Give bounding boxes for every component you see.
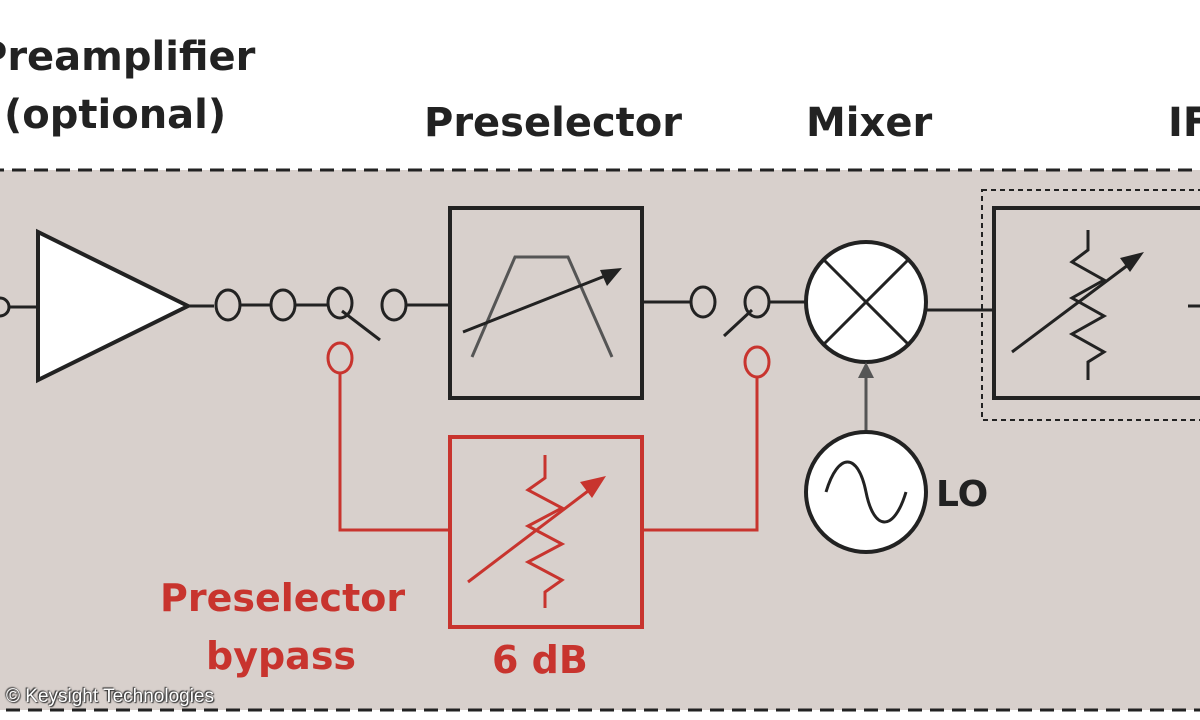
copyright-notice: © Keysight Technologies — [6, 686, 214, 707]
amplifier-icon — [36, 228, 193, 384]
attenuator-value-label: 6 dB — [492, 638, 588, 682]
input-switch — [214, 286, 450, 342]
lo-label: LO — [936, 474, 989, 515]
if-outer-dashed-box — [981, 189, 1200, 421]
bandpass-filter-icon — [462, 255, 622, 358]
preselector-label: Preselector — [424, 100, 682, 146]
preselector-bypass-path — [326, 341, 771, 629]
mixer-label: Mixer — [806, 100, 933, 146]
if-block — [981, 189, 1200, 421]
switch-contact — [689, 285, 717, 319]
preamplifier-optional-label: (optional) — [4, 92, 227, 138]
variable-attenuator-icon — [467, 455, 606, 608]
bypass-attenuator-box — [448, 435, 644, 629]
switch-icon — [341, 309, 381, 342]
output-switch — [689, 285, 806, 338]
lo-arrow-head — [858, 362, 874, 378]
oscillator-icon — [804, 430, 928, 554]
if-label: IF — [1168, 100, 1200, 146]
switch-icon — [722, 308, 754, 338]
bypass-label: Preselector — [160, 576, 406, 620]
switch-contact — [326, 286, 354, 320]
variable-attenuator-icon — [1011, 230, 1144, 380]
signal-path-panel — [0, 168, 1200, 712]
preamplifier-label: Preamplifier — [0, 34, 256, 80]
mixer-icon — [804, 240, 928, 364]
bypass-label-line2: bypass — [206, 634, 357, 678]
